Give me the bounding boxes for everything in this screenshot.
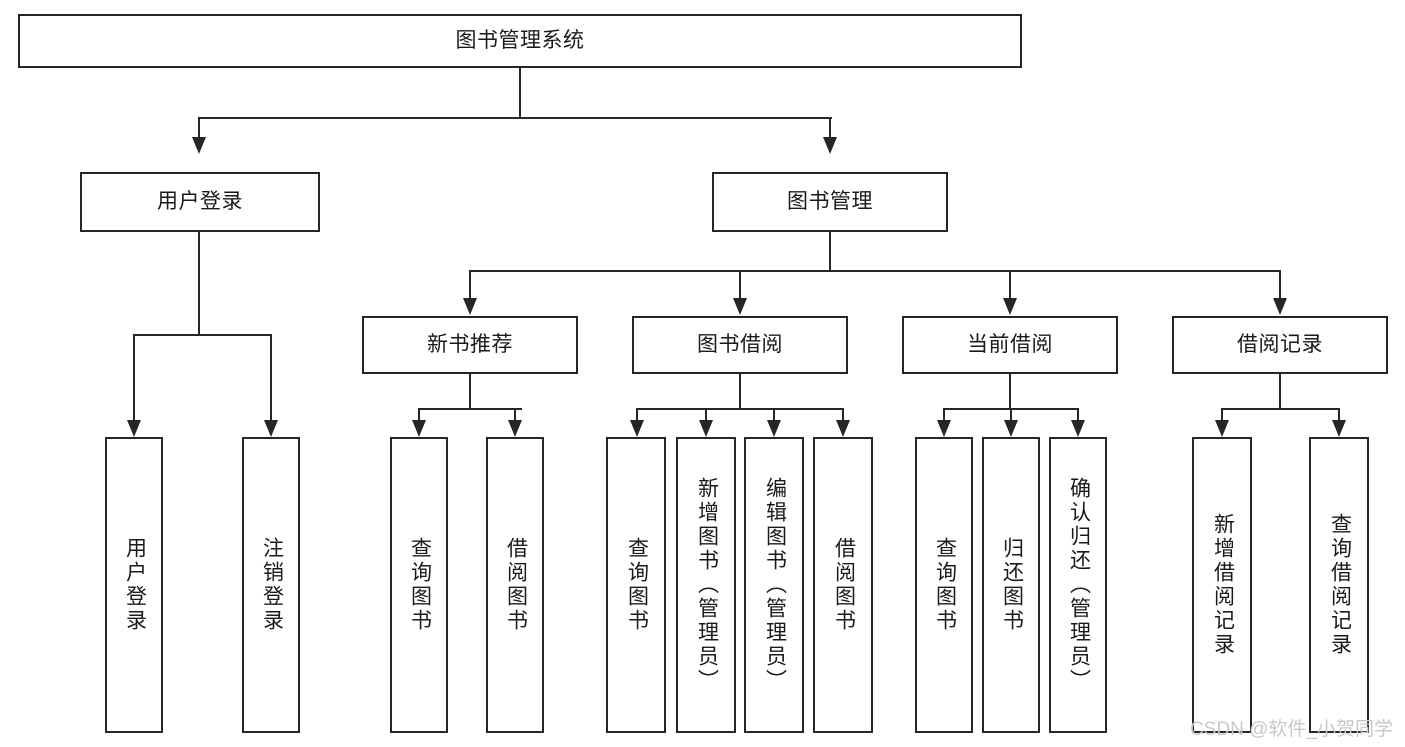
connector-bb-bus [636,408,844,410]
connector-nbr-drop-2 [514,408,516,420]
connector-user-login-stem [198,232,200,334]
node-label: 查询图书 [625,537,649,633]
arrow-down-icon-cb-leaf-2 [1004,420,1018,437]
node-label: 借阅图书 [504,537,528,633]
leaf-br-query-borrow-record[interactable]: 查询借阅记录 [1309,437,1369,733]
connector-bm-drop-4 [1279,270,1281,298]
node-label: 新增借阅记录 [1211,513,1235,657]
node-label: 借阅记录 [1237,332,1323,356]
node-label: 新书推荐 [427,332,513,356]
node-book-management[interactable]: 图书管理 [712,172,948,232]
connector-user-login-drop-2 [270,334,272,420]
arrow-down-icon-br-leaf-1 [1215,420,1229,437]
node-label: 编辑图书（管理员） [763,477,787,693]
node-label: 图书借阅 [697,332,783,356]
connector-cb-stem [1009,374,1011,408]
connector-nbr-drop-1 [418,408,420,420]
connector-br-stem [1279,374,1281,408]
node-label: 图书管理 [787,189,873,213]
leaf-bb-query-book[interactable]: 查询图书 [606,437,666,733]
arrow-down-icon-bb-leaf-3 [767,420,781,437]
node-root-library-management-system[interactable]: 图书管理系统 [18,14,1022,68]
arrow-down-icon-bb-leaf-1 [630,420,644,437]
node-label: 新增图书（管理员） [695,477,719,693]
connector-bm-drop-3 [1009,270,1011,298]
arrow-down-icon-nbr-leaf-2 [508,420,522,437]
arrow-down-icon-bb-leaf-2 [699,420,713,437]
connector-cb-drop-3 [1077,408,1079,420]
arrow-down-icon-to-current-borrow [1003,298,1017,315]
connector-nbr-bus [418,408,522,410]
arrow-down-icon-bb-leaf-4 [836,420,850,437]
arrow-down-icon-to-borrow-record [1273,298,1287,315]
node-label: 当前借阅 [967,332,1053,356]
connector-bb-stem [739,374,741,408]
arrow-down-icon-cb-leaf-3 [1071,420,1085,437]
leaf-user-login-login[interactable]: 用户登录 [105,437,163,733]
connector-bb-drop-4 [842,408,844,420]
node-label: 归还图书 [1000,537,1024,633]
connector-user-login-bus [133,334,272,336]
connector-cb-drop-2 [1010,408,1012,420]
leaf-cb-return-book[interactable]: 归还图书 [982,437,1040,733]
node-label: 查询图书 [933,537,957,633]
connector-bb-drop-2 [705,408,707,420]
arrow-down-icon-user-login-leaf-1 [127,420,141,437]
leaf-nbr-borrow-book[interactable]: 借阅图书 [486,437,544,733]
connector-root-drop-left [198,117,200,137]
leaf-br-add-borrow-record[interactable]: 新增借阅记录 [1192,437,1252,733]
connector-root-drop-right [829,117,831,137]
connector-root-stem [519,68,521,117]
node-label: 查询图书 [408,537,432,633]
node-current-borrow[interactable]: 当前借阅 [902,316,1118,374]
connector-bb-drop-3 [773,408,775,420]
leaf-bb-edit-book-admin[interactable]: 编辑图书（管理员） [744,437,804,733]
arrow-down-icon-nbr-leaf-1 [412,420,426,437]
connector-bm-drop-1 [469,270,471,298]
node-label: 用户登录 [123,537,147,633]
connector-book-management-bus [469,270,1281,272]
connector-nbr-stem [469,374,471,408]
connector-bb-drop-1 [636,408,638,420]
node-new-book-recommend[interactable]: 新书推荐 [362,316,578,374]
leaf-user-login-logout[interactable]: 注销登录 [242,437,300,733]
connector-br-bus [1221,408,1340,410]
connector-bm-drop-2 [739,270,741,298]
node-user-login[interactable]: 用户登录 [80,172,320,232]
arrow-down-icon-user-login-leaf-2 [264,420,278,437]
leaf-nbr-query-book[interactable]: 查询图书 [390,437,448,733]
node-borrow-record[interactable]: 借阅记录 [1172,316,1388,374]
arrow-down-icon-to-book-borrow [733,298,747,315]
leaf-cb-query-book[interactable]: 查询图书 [915,437,973,733]
leaf-bb-add-book-admin[interactable]: 新增图书（管理员） [676,437,736,733]
arrow-down-icon-to-new-book-recommend [463,298,477,315]
connector-br-drop-2 [1338,408,1340,420]
arrow-down-icon-to-book-management [823,137,837,154]
node-label: 确认归还（管理员） [1067,477,1091,693]
connector-user-login-drop-1 [133,334,135,420]
connector-book-management-stem [829,232,831,270]
leaf-cb-confirm-return-admin[interactable]: 确认归还（管理员） [1049,437,1107,733]
node-label: 注销登录 [260,537,284,633]
arrow-down-icon-br-leaf-2 [1332,420,1346,437]
node-label: 图书管理系统 [455,28,585,52]
node-book-borrow[interactable]: 图书借阅 [632,316,848,374]
node-label: 借阅图书 [832,537,856,633]
node-label: 用户登录 [157,189,243,213]
arrow-down-icon-to-user-login [192,137,206,154]
connector-br-drop-1 [1221,408,1223,420]
leaf-bb-borrow-book[interactable]: 借阅图书 [813,437,873,733]
connector-root-bus [198,117,832,119]
arrow-down-icon-cb-leaf-1 [937,420,951,437]
connector-cb-drop-1 [943,408,945,420]
node-label: 查询借阅记录 [1328,513,1352,657]
